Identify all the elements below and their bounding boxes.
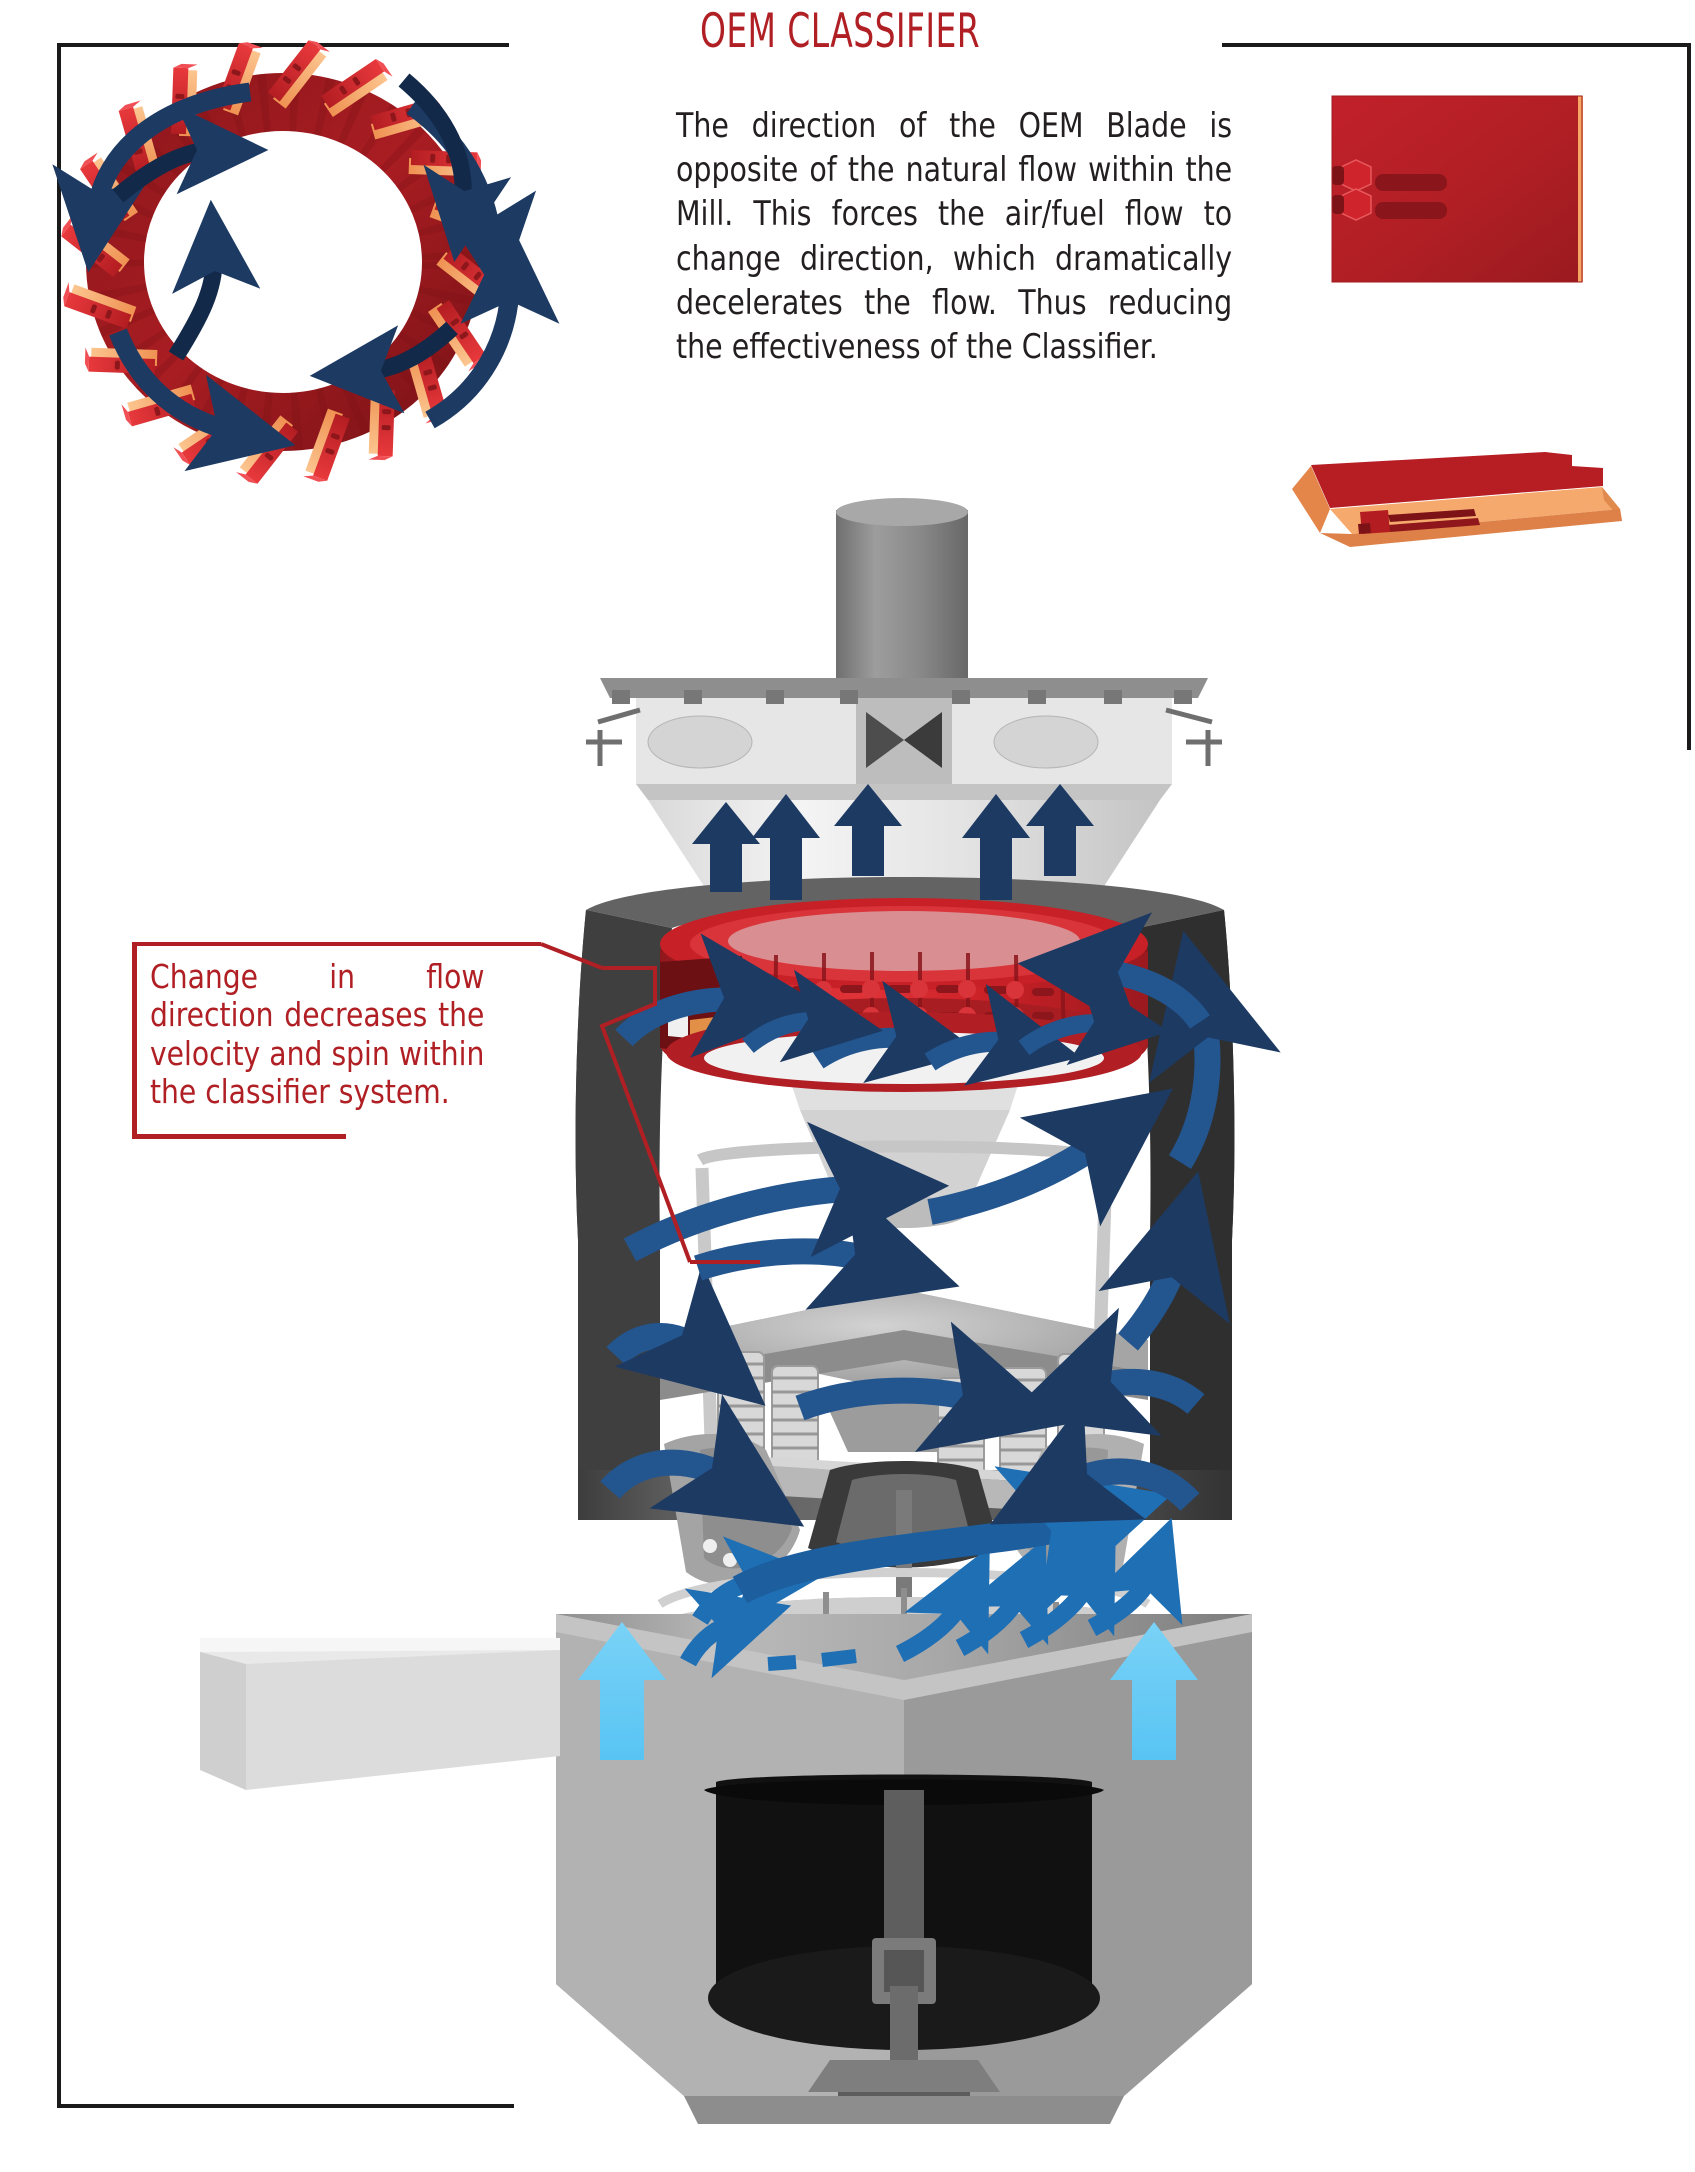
callout-text: Change in flow direction decreases the v… (150, 957, 485, 1111)
mill-inlet-pipe (836, 498, 968, 682)
frame-top-left-rule (57, 43, 509, 47)
frame-left-rule (57, 43, 61, 2108)
air-inlet-arrows (578, 1622, 1198, 1760)
callout-top-rule (132, 942, 541, 946)
mill-base-housing (556, 1614, 1252, 2124)
blade-ring-plan-view (52, 40, 560, 484)
ring-inner-arrows (112, 73, 512, 414)
mill-air-inlet-duct (200, 1638, 560, 1790)
frame-top-right-rule (1222, 43, 1691, 47)
oem-blade-plate-front-view (1331, 95, 1583, 283)
frame-bottom-rule (57, 2104, 514, 2108)
pulverizer-mill-cutaway (200, 498, 1252, 2124)
callout-bottom-rule (132, 1134, 346, 1139)
mill-flow-arrows-navy (600, 930, 1281, 1527)
intro-paragraph: The direction of the OEM Blade is opposi… (676, 106, 1233, 367)
callout-left-rule (132, 942, 137, 1138)
callout-leader-line (540, 942, 760, 1264)
frame-right-rule (1687, 43, 1691, 750)
mill-top-deck (586, 678, 1222, 800)
oem-blade-plate-edge-view (1292, 452, 1622, 547)
table-sweep-arrow (732, 1466, 1172, 1616)
classifier-flow-arrows (692, 784, 1094, 900)
classifier-reverse-arrows (615, 912, 1210, 1086)
page-title: OEM CLASSIFIER (699, 4, 981, 59)
